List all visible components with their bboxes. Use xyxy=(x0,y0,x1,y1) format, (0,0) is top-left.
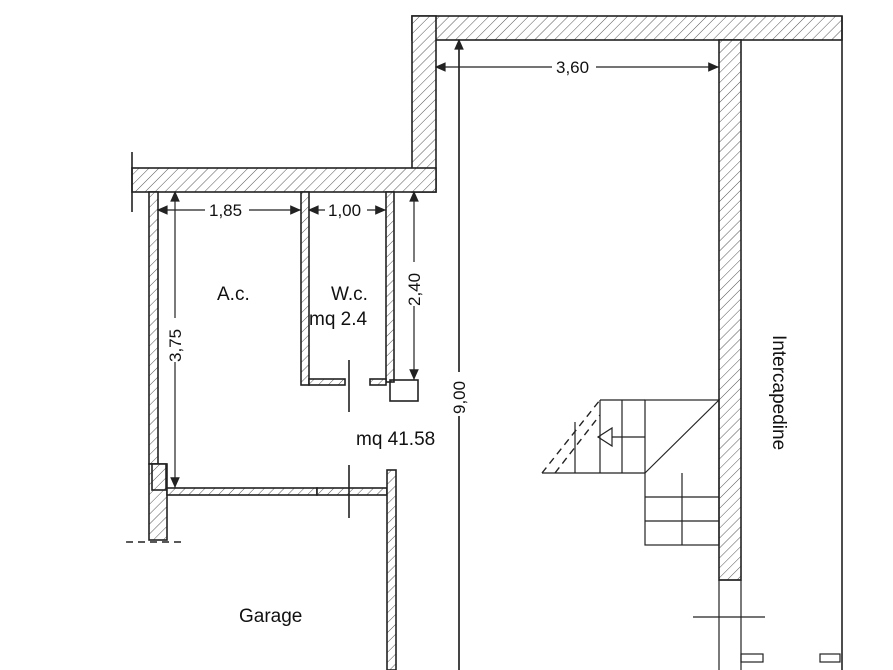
wall-mid-top xyxy=(131,167,437,193)
wall-left xyxy=(148,191,159,465)
room-main-area: mq 41.58 xyxy=(356,429,435,450)
room-wc-label: W.c. xyxy=(331,284,368,305)
room-garage-label: Garage xyxy=(239,606,302,627)
dim-wc-width: 1,00 xyxy=(328,201,361,220)
dimensions xyxy=(156,38,719,670)
wall-upper-left xyxy=(411,15,437,193)
dim-wc-height: 2,40 xyxy=(405,273,424,306)
dim-total-height: 9,00 xyxy=(450,381,469,414)
stair-direction-arrow xyxy=(596,426,613,448)
wc-wall-left xyxy=(300,191,310,386)
wc-wall-bottom xyxy=(308,378,346,386)
garage-wall-top-right xyxy=(316,487,388,496)
left-pillar xyxy=(151,463,167,491)
dim-top-width: 3,60 xyxy=(556,58,589,77)
staircase xyxy=(541,399,720,546)
room-intercapedine-label: Intercapedine xyxy=(768,335,789,450)
dim-ac-height: 3,75 xyxy=(166,329,185,362)
wall-right-inner xyxy=(718,39,742,581)
room-ac-label: A.c. xyxy=(217,284,250,305)
garage-wall-right xyxy=(386,469,397,670)
room-wc-area: mq 2.4 xyxy=(309,309,368,330)
garage-wall-top xyxy=(166,487,318,496)
wc-wall-right xyxy=(385,191,395,383)
walls xyxy=(131,15,843,670)
dim-ac-width: 1,85 xyxy=(209,201,242,220)
wc-pillar xyxy=(389,379,419,402)
wall-top xyxy=(411,15,843,41)
wc-wall-bottom-right xyxy=(369,378,387,386)
